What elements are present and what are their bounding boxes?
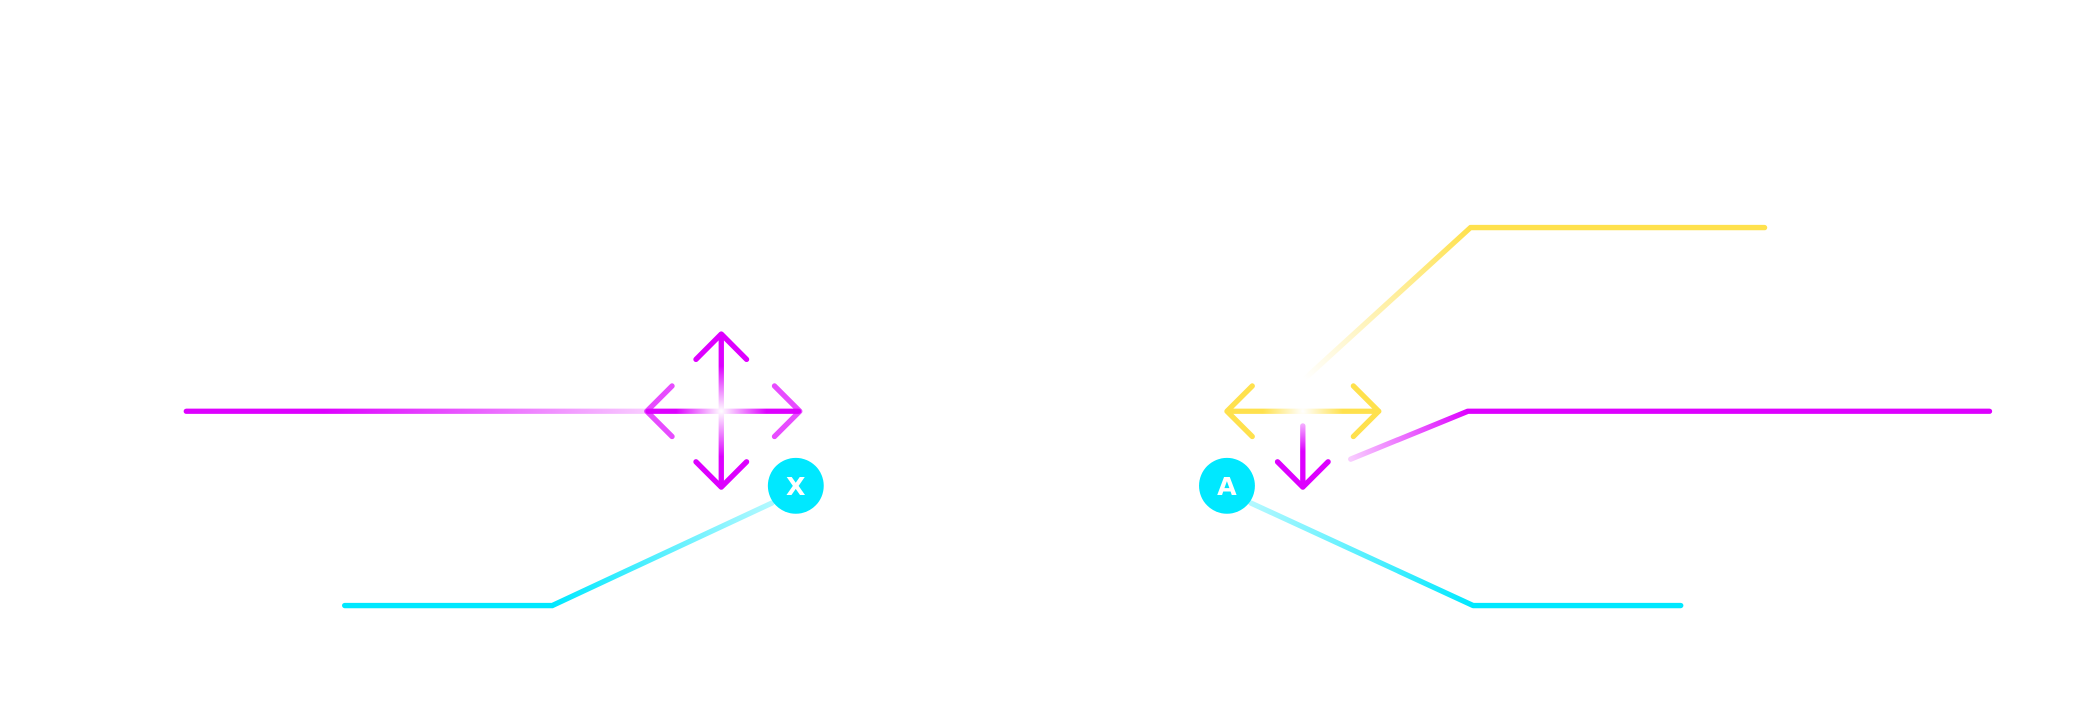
x-button-label: X bbox=[786, 472, 805, 501]
a-button-icon: A bbox=[1199, 457, 1255, 514]
a-button-callout-line bbox=[1248, 500, 1684, 609]
a-button-label: A bbox=[1217, 472, 1237, 501]
right-dpad-horizontal-callout-line bbox=[1348, 408, 1993, 462]
x-button-callout-line bbox=[342, 500, 775, 609]
right-dpad-vertical-callout-line bbox=[1301, 224, 1768, 382]
x-button-icon: X bbox=[767, 457, 824, 514]
